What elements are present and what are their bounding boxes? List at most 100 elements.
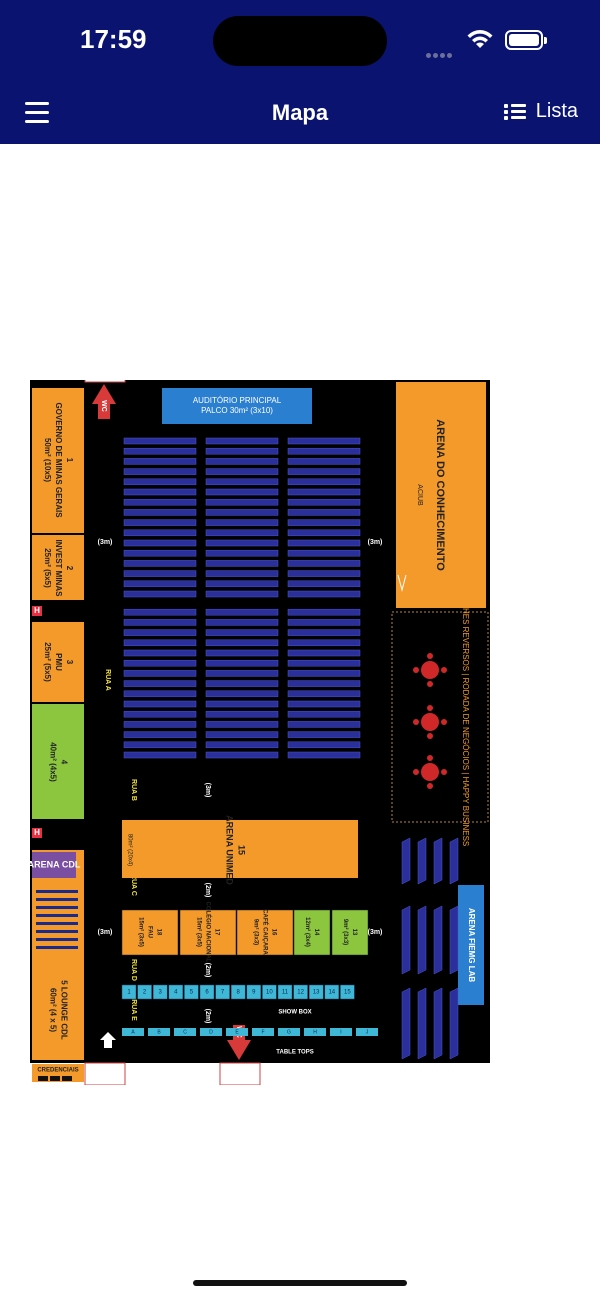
show-box-2[interactable]: [137, 984, 152, 1000]
show-box-8[interactable]: [230, 984, 246, 1000]
table-top-G[interactable]: [278, 1028, 300, 1036]
show-box-12[interactable]: [293, 984, 308, 1000]
booth-2-label: 2INVEST MINAS25m² (5x5): [43, 540, 74, 598]
table-top-F[interactable]: [252, 1028, 274, 1036]
dim-3m-left: (3m): [98, 539, 113, 546]
arena-cdl-label: ARENA CDL: [30, 859, 81, 869]
table-top-J[interactable]: [356, 1028, 378, 1036]
list-view-button[interactable]: Lista: [503, 100, 578, 123]
fiemg-seat-column: [433, 837, 443, 885]
show-box-12-num: 12: [297, 990, 304, 996]
dim-3m-lower-left: (3m): [98, 929, 113, 936]
show-box-7[interactable]: [215, 984, 230, 1000]
pitch-chair: [413, 769, 419, 775]
show-box-3[interactable]: [152, 984, 168, 1000]
booth-3[interactable]: [32, 622, 84, 702]
arena-conhecimento[interactable]: [396, 382, 486, 608]
auditorium-seat-row: [205, 590, 279, 598]
auditorium-seat-row: [287, 590, 361, 598]
h-marker-2: [32, 828, 42, 838]
auditorium-seat-row: [287, 731, 361, 738]
wc-arrow-top[interactable]: [92, 384, 116, 419]
auditorium-seat-row: [205, 580, 279, 588]
show-box-15[interactable]: [340, 984, 355, 1000]
booth-14-label: 1412m² (3x4): [304, 917, 319, 947]
booth-18[interactable]: [121, 909, 179, 956]
auditorium-seat-row: [205, 710, 279, 718]
pitch-chair: [427, 681, 433, 687]
show-box-4[interactable]: [168, 984, 184, 1000]
auditorium-seat-row: [287, 509, 361, 516]
auditorium-seat-row: [123, 721, 197, 728]
table-top-A[interactable]: [122, 1028, 144, 1036]
show-box-8-num: 8: [237, 990, 241, 996]
pitch-chair: [441, 667, 447, 673]
arena-cdl-badge[interactable]: [32, 852, 76, 878]
pitches-area[interactable]: [391, 611, 489, 823]
show-box-13[interactable]: [308, 984, 324, 1000]
pitch-chair: [427, 653, 433, 659]
arena-fiemg-lab[interactable]: [458, 885, 484, 1005]
table-top-C[interactable]: [174, 1028, 196, 1036]
auditorium-seat-row: [287, 498, 361, 506]
pitch-table[interactable]: [421, 661, 439, 679]
pitch-table[interactable]: [421, 713, 439, 731]
show-box-1-num: 1: [127, 990, 131, 996]
booth-2[interactable]: [32, 535, 84, 600]
booth-4-label: 440m² (4x5): [48, 742, 68, 782]
auditorium-seat-row: [123, 580, 197, 588]
auditorium-seat-row: [205, 639, 279, 647]
auditorium-seat-row: [287, 539, 361, 547]
show-box-1[interactable]: [121, 984, 137, 1000]
booth-14[interactable]: [293, 909, 331, 956]
auditorium-seat-row: [287, 560, 361, 567]
nav-bar: Mapa Lista: [0, 84, 600, 144]
booth-16[interactable]: [236, 909, 294, 956]
table-top-E[interactable]: [226, 1028, 248, 1036]
dim-3m-center: (3m): [204, 783, 211, 798]
auditorium-seat-row: [123, 590, 197, 598]
menu-button[interactable]: [22, 98, 52, 128]
credenciais-label: CREDENCIAIS: [37, 1068, 78, 1074]
credenciais-desk: [38, 1076, 48, 1081]
table-top-A-label: A: [131, 1029, 135, 1035]
table-top-C-label: C: [183, 1029, 187, 1035]
booth-15-arena-unimed[interactable]: [122, 820, 358, 878]
table-top-H[interactable]: [304, 1028, 326, 1036]
show-box-6[interactable]: [199, 984, 215, 1000]
show-box-10[interactable]: [262, 984, 277, 1000]
show-box-5[interactable]: [184, 984, 199, 1000]
auditorium-seat-row: [287, 488, 361, 496]
pitch-table[interactable]: [421, 763, 439, 781]
table-top-B[interactable]: [148, 1028, 170, 1036]
booth-13[interactable]: [331, 909, 369, 956]
status-time: 17:59: [80, 24, 147, 54]
table-top-D[interactable]: [200, 1028, 222, 1036]
booth-1[interactable]: [32, 388, 84, 533]
battery-icon: [505, 30, 547, 50]
table-top-I[interactable]: [330, 1028, 352, 1036]
auditorium-seat-row: [205, 608, 279, 616]
table-top-E-label: E: [235, 1029, 239, 1035]
lounge-cdl-area[interactable]: [32, 850, 84, 1060]
booth-17[interactable]: [179, 909, 237, 956]
show-box-13-num: 13: [313, 990, 320, 996]
entrance-top: [84, 380, 126, 383]
show-box-11[interactable]: [277, 984, 293, 1000]
auditorium-seat-row: [287, 468, 361, 475]
auditorium-seat-row: [123, 690, 197, 698]
booth-4[interactable]: [32, 704, 84, 819]
fiemg-seat-column: [449, 905, 459, 975]
show-box-9[interactable]: [246, 984, 262, 1000]
auditorium-seat-row: [287, 519, 361, 526]
booth-3-label: 3PMU25m² (5x5): [43, 642, 74, 682]
show-box-14-num: 14: [328, 990, 335, 996]
arena-conhecimento-label: ARENA DO CONHECIMENTO: [434, 419, 446, 571]
auditorio-palco[interactable]: [162, 388, 312, 424]
pitches-label: PITCHES REVERSOS | RODADA DE NEGÓCIOS | …: [461, 590, 470, 847]
pitch-chair: [413, 667, 419, 673]
show-box-14[interactable]: [324, 984, 340, 1000]
dim-3m-right: (3m): [368, 539, 383, 546]
auditorium-seat-row: [205, 731, 279, 738]
floor-plan-map[interactable]: 26 E 27 | NOVEMBRO | 2024 | CENTER CONVE…: [30, 380, 490, 1085]
